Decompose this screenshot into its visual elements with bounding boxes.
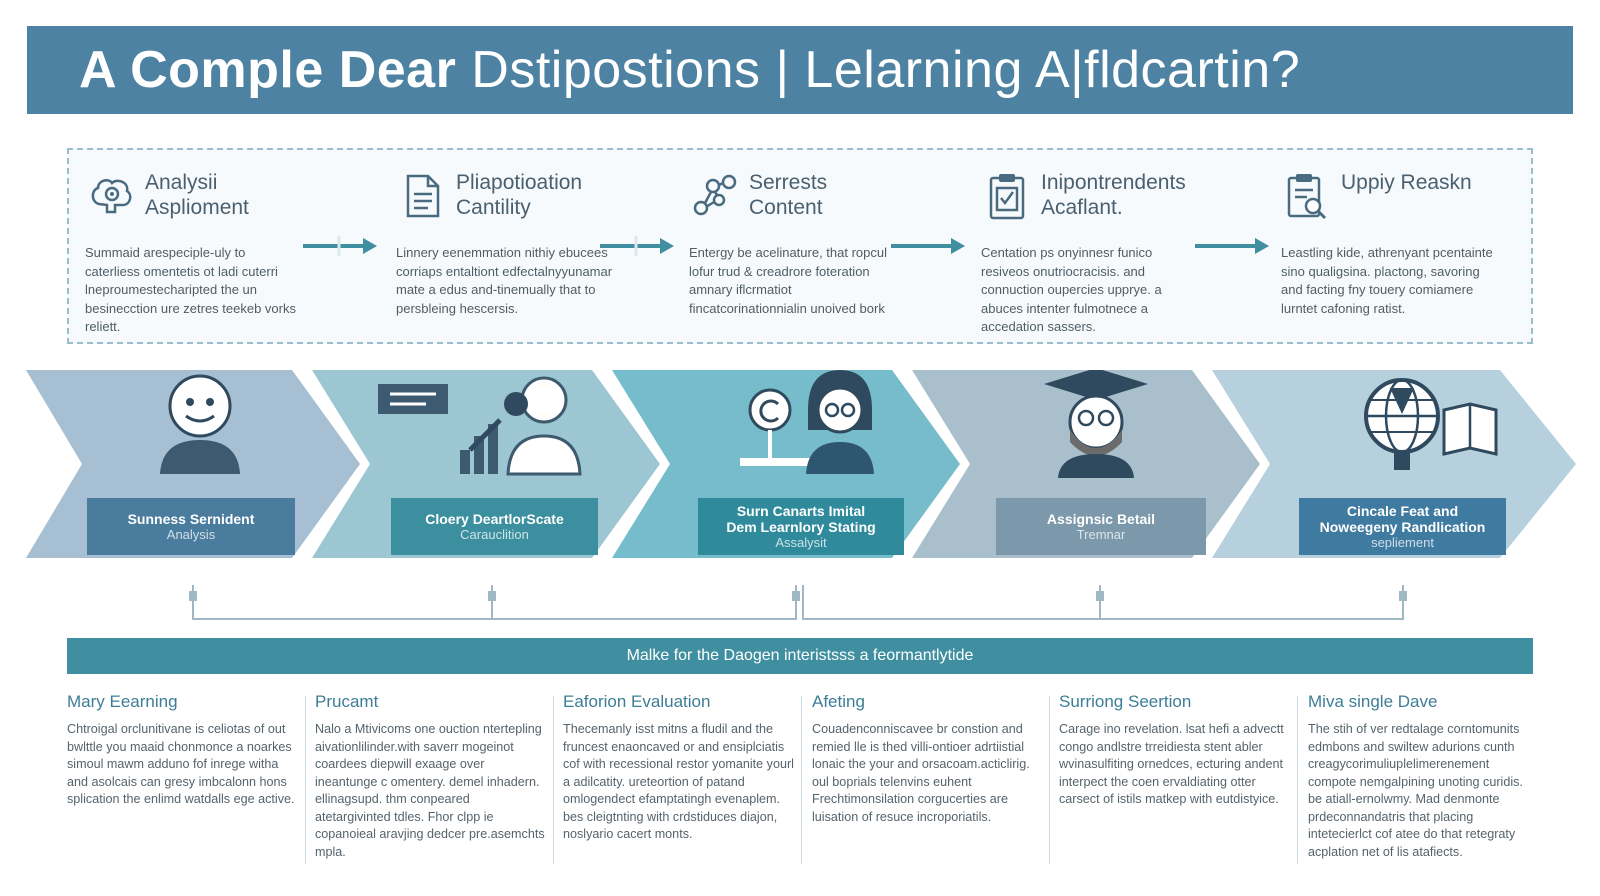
- stage-label-title: Cloery DeartlorScate: [425, 510, 564, 527]
- column-divider: [1297, 696, 1298, 864]
- clipboard-search-icon: [1287, 174, 1327, 220]
- summary-banner: Malke for the Daogen interistsss a feorm…: [67, 638, 1533, 674]
- column-text: Chtroigal orclunitivane is celiotas of o…: [67, 722, 295, 806]
- stage-connectors: [189, 585, 1407, 620]
- flow-arrow-icon: [1195, 238, 1269, 254]
- column-title: Eaforion Evaluation: [563, 692, 711, 711]
- stage-label-1: Sunness Sernident Analysis: [87, 498, 295, 555]
- clipboard-checklist-icon: [989, 174, 1025, 220]
- column-title: Prucamt: [315, 692, 379, 711]
- stage-label-2: Cloery DeartlorScate Carauclition: [391, 498, 598, 555]
- column-text: Thecemanly isst mitns a fludil and the f…: [563, 722, 794, 841]
- process-steps-panel: Analysii Asplioment Summaid arespeciple-…: [67, 148, 1533, 344]
- column-text: Nalo a Mtivicoms one ouction ntertepling…: [315, 722, 545, 859]
- step-title: Uppiy Reaskn: [1341, 171, 1472, 194]
- stage-label-sub: Assalysit: [775, 534, 827, 550]
- brain-gear-icon: [91, 179, 132, 214]
- column-divider: [801, 696, 802, 864]
- stage-label-sub: sepliement: [1371, 534, 1434, 550]
- column-title: Mary Eearning: [67, 692, 178, 711]
- step-description: Leastling kide, athrenyant pcentainte si…: [1281, 245, 1493, 316]
- column-divider: [305, 696, 306, 864]
- column-divider: [1049, 696, 1050, 864]
- step-description: Summaid arespeciple-uly to caterliess om…: [85, 245, 296, 334]
- data-doctor-icon: [378, 376, 582, 476]
- stage-label-sub: Tremnar: [1076, 526, 1126, 542]
- step-title: Analysii Asplioment: [145, 171, 249, 219]
- stage-label-title: Assignsic Betail: [1046, 510, 1156, 527]
- column-title: Afeting: [812, 692, 865, 711]
- step-description: Entergy be acelinature, that ropcul lofu…: [689, 245, 888, 316]
- column-title: Surriong Seertion: [1059, 692, 1192, 711]
- stage-label-title: Cincale Feat and Noweegeny Randlication: [1319, 502, 1486, 535]
- stage-label-5: Cincale Feat and Noweegeny Randlication …: [1299, 498, 1506, 555]
- teacher-avatar-icon: [740, 370, 874, 474]
- robot-avatar-icon: [160, 374, 240, 474]
- column-text: Carage ino revelation. lsat hefi a advec…: [1059, 722, 1284, 806]
- info-column-3: Eaforion Evaluation Thecemanly isst mitn…: [563, 692, 795, 872]
- step-description: Centation ps onyinnesr funico resiveos o…: [981, 245, 1162, 334]
- step-title: Inipontrendents Acaflant.: [1041, 171, 1186, 219]
- step-card-1: Analysii Asplioment Summaid arespeciple-…: [85, 166, 315, 337]
- column-title: Miva single Dave: [1308, 692, 1438, 711]
- info-column-6: Miva single Dave The stih of ver redtala…: [1308, 692, 1540, 872]
- page-title: A Comple Dear Dstipostions | Lelarning A…: [79, 40, 1300, 100]
- step-description: Linnery eenemmation nithiy ebucees corri…: [396, 245, 613, 316]
- stage-label-4: Assignsic Betail Tremnar: [996, 498, 1206, 555]
- step-card-3: Serrests Content Entergy be acelinature,…: [689, 166, 919, 318]
- title-banner: A Comple Dear Dstipostions | Lelarning A…: [27, 26, 1573, 114]
- info-column-5: Surriong Seertion Carage ino revelation.…: [1059, 692, 1291, 872]
- info-column-2: Prucamt Nalo a Mtivicoms one ouction nte…: [315, 692, 547, 872]
- column-text: Couadenconniscavee br constion and remie…: [812, 722, 1030, 824]
- title-rest: Dstipostions | Lelarning A|fldcartin?: [456, 41, 1301, 99]
- flow-arrow-icon: [303, 236, 377, 256]
- graduate-avatar-icon: [1044, 370, 1148, 478]
- column-divider: [553, 696, 554, 864]
- step-card-5: Uppiy Reaskn Leastling kide, athrenyant …: [1281, 166, 1511, 318]
- step-title: Serrests Content: [749, 171, 828, 219]
- title-bold: A Comple Dear: [79, 41, 457, 99]
- column-text: The stih of ver redtalage corntomunits e…: [1308, 722, 1523, 859]
- document-icon: [406, 174, 440, 218]
- globe-book-icon: [1364, 378, 1498, 470]
- stage-label-title: Sunness Sernident: [127, 510, 255, 527]
- network-nodes-icon: [693, 174, 737, 216]
- stage-label-title: Surn Canarts Imital Dem Learnlory Statin…: [726, 502, 876, 535]
- flow-arrow-icon: [891, 238, 965, 254]
- stage-label-3: Surn Canarts Imital Dem Learnlory Statin…: [698, 498, 904, 555]
- stage-label-sub: Carauclition: [460, 526, 529, 542]
- info-column-1: Mary Eearning Chtroigal orclunitivane is…: [67, 692, 299, 872]
- step-card-2: Pliapotioation Cantility Linnery eenemma…: [396, 166, 626, 318]
- stages-chevron-band: [26, 370, 1576, 558]
- info-column-4: Afeting Couadenconniscavee br constion a…: [812, 692, 1044, 872]
- step-card-4: Inipontrendents Acaflant. Centation ps o…: [981, 166, 1211, 337]
- step-title: Pliapotioation Cantility: [456, 171, 583, 219]
- stage-label-sub: Analysis: [166, 526, 216, 542]
- flow-arrow-icon: [600, 236, 674, 256]
